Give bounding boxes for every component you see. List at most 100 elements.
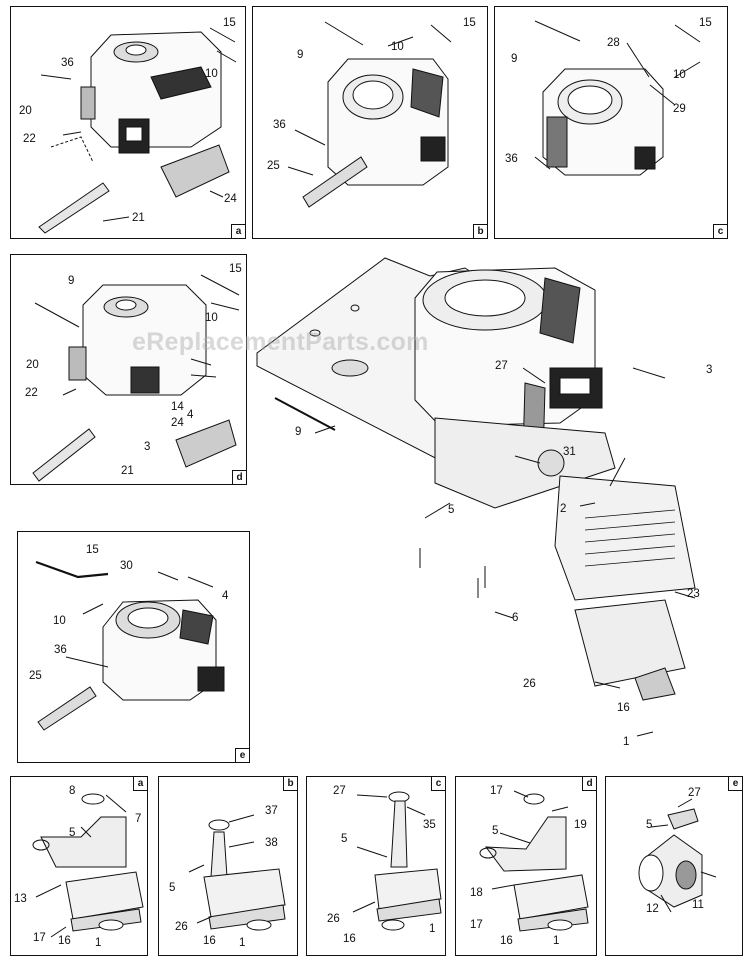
callout: 36 bbox=[54, 644, 67, 656]
engine-panel-b: 9 10 15 36 25 b bbox=[252, 6, 488, 239]
callout: 1 bbox=[239, 937, 246, 949]
callout: 8 bbox=[69, 785, 76, 797]
callout: 10 bbox=[391, 41, 404, 53]
engine-a-drawing bbox=[11, 7, 247, 240]
engine-e-drawing bbox=[18, 532, 251, 764]
callout: 22 bbox=[23, 133, 36, 145]
callout: 10 bbox=[205, 312, 218, 324]
callout: 15 bbox=[223, 17, 236, 29]
callout: 5 bbox=[169, 882, 176, 894]
callout: 26 bbox=[175, 921, 188, 933]
callout: 6 bbox=[512, 612, 519, 624]
callout: 13 bbox=[14, 893, 27, 905]
callout: 9 bbox=[68, 275, 75, 287]
muffler-panel-c: 27 35 5 26 16 1 c bbox=[306, 776, 446, 956]
callout: 31 bbox=[563, 446, 576, 458]
callout: 16 bbox=[203, 935, 216, 947]
watermark: eReplacementParts.com bbox=[132, 328, 429, 356]
callout: 10 bbox=[205, 68, 218, 80]
engine-panel-e: 15 30 10 4 36 25 e bbox=[17, 531, 250, 763]
callout: 25 bbox=[29, 670, 42, 682]
callout: 16 bbox=[343, 933, 356, 945]
callout: 21 bbox=[132, 212, 145, 224]
callout: 26 bbox=[327, 913, 340, 925]
muffler-a-drawing bbox=[11, 777, 149, 957]
callout: 16 bbox=[58, 935, 71, 947]
muffler-d-drawing bbox=[456, 777, 598, 957]
callout: 9 bbox=[297, 49, 304, 61]
muffler-e-drawing bbox=[606, 777, 744, 957]
muffler-b-drawing bbox=[159, 777, 299, 957]
callout: 27 bbox=[333, 785, 346, 797]
callout: 2 bbox=[560, 503, 567, 515]
callout: 36 bbox=[273, 119, 286, 131]
callout: 16 bbox=[500, 935, 513, 947]
callout: 22 bbox=[25, 387, 38, 399]
callout: 12 bbox=[646, 903, 659, 915]
callout: 36 bbox=[61, 57, 74, 69]
callout: 29 bbox=[673, 103, 686, 115]
callout: 9 bbox=[295, 426, 302, 438]
callout: 20 bbox=[19, 105, 32, 117]
muffler-panel-b: 37 38 5 26 16 1 b bbox=[158, 776, 298, 956]
engine-panel-d: 15 9 10 20 22 14 4 24 3 21 d bbox=[10, 254, 247, 485]
callout: 26 bbox=[523, 678, 536, 690]
callout: 17 bbox=[490, 785, 503, 797]
callout: 37 bbox=[265, 805, 278, 817]
callout: 1 bbox=[553, 935, 560, 947]
callout: 23 bbox=[687, 588, 700, 600]
callout: 1 bbox=[429, 923, 436, 935]
callout: 7 bbox=[135, 813, 142, 825]
muffler-panel-e: 27 5 12 11 e bbox=[605, 776, 743, 956]
panel-tag: c bbox=[431, 776, 446, 791]
callout: 30 bbox=[120, 560, 133, 572]
callout: 5 bbox=[69, 827, 76, 839]
callout: 20 bbox=[26, 359, 39, 371]
main-assembly: eReplacementParts.com 3 27 9 31 5 2 23 6… bbox=[132, 248, 725, 758]
main-assembly-drawing bbox=[255, 248, 725, 758]
callout: 9 bbox=[511, 53, 518, 65]
callout: 16 bbox=[617, 702, 630, 714]
engine-d-drawing bbox=[11, 255, 248, 486]
panel-tag: d bbox=[232, 470, 247, 485]
callout: 3 bbox=[706, 364, 713, 376]
engine-b-drawing bbox=[253, 7, 489, 240]
callout: 1 bbox=[623, 736, 630, 748]
engine-panel-a: 15 36 10 20 22 24 21 a bbox=[10, 6, 246, 239]
callout: 15 bbox=[86, 544, 99, 556]
callout: 19 bbox=[574, 819, 587, 831]
muffler-panel-a: 8 7 5 13 17 16 1 a bbox=[10, 776, 148, 956]
panel-tag: e bbox=[235, 748, 250, 763]
callout: 5 bbox=[646, 819, 653, 831]
panel-tag: a bbox=[231, 224, 246, 239]
callout: 5 bbox=[341, 833, 348, 845]
callout: 15 bbox=[229, 263, 242, 275]
callout: 38 bbox=[265, 837, 278, 849]
callout: 35 bbox=[423, 819, 436, 831]
callout: 5 bbox=[448, 504, 455, 516]
callout: 10 bbox=[53, 615, 66, 627]
muffler-panel-d: 17 19 5 18 17 16 1 d bbox=[455, 776, 597, 956]
panel-tag: d bbox=[582, 776, 597, 791]
callout: 25 bbox=[267, 160, 280, 172]
callout: 1 bbox=[95, 937, 102, 949]
panel-tag: b bbox=[283, 776, 298, 791]
callout: 10 bbox=[673, 69, 686, 81]
callout: 15 bbox=[699, 17, 712, 29]
callout: 4 bbox=[187, 409, 194, 421]
callout: 17 bbox=[470, 919, 483, 931]
panel-tag: b bbox=[473, 224, 488, 239]
engine-panel-c: 9 15 28 10 29 36 c bbox=[494, 6, 728, 239]
panel-tag: e bbox=[728, 776, 743, 791]
callout: 15 bbox=[463, 17, 476, 29]
callout: 24 bbox=[171, 417, 184, 429]
panel-tag: a bbox=[133, 776, 148, 791]
callout: 5 bbox=[492, 825, 499, 837]
muffler-c-drawing bbox=[307, 777, 447, 957]
callout: 36 bbox=[505, 153, 518, 165]
callout: 4 bbox=[222, 590, 229, 602]
callout: 21 bbox=[121, 465, 134, 477]
engine-c-drawing bbox=[495, 7, 729, 240]
callout: 27 bbox=[688, 787, 701, 799]
callout: 27 bbox=[495, 360, 508, 372]
